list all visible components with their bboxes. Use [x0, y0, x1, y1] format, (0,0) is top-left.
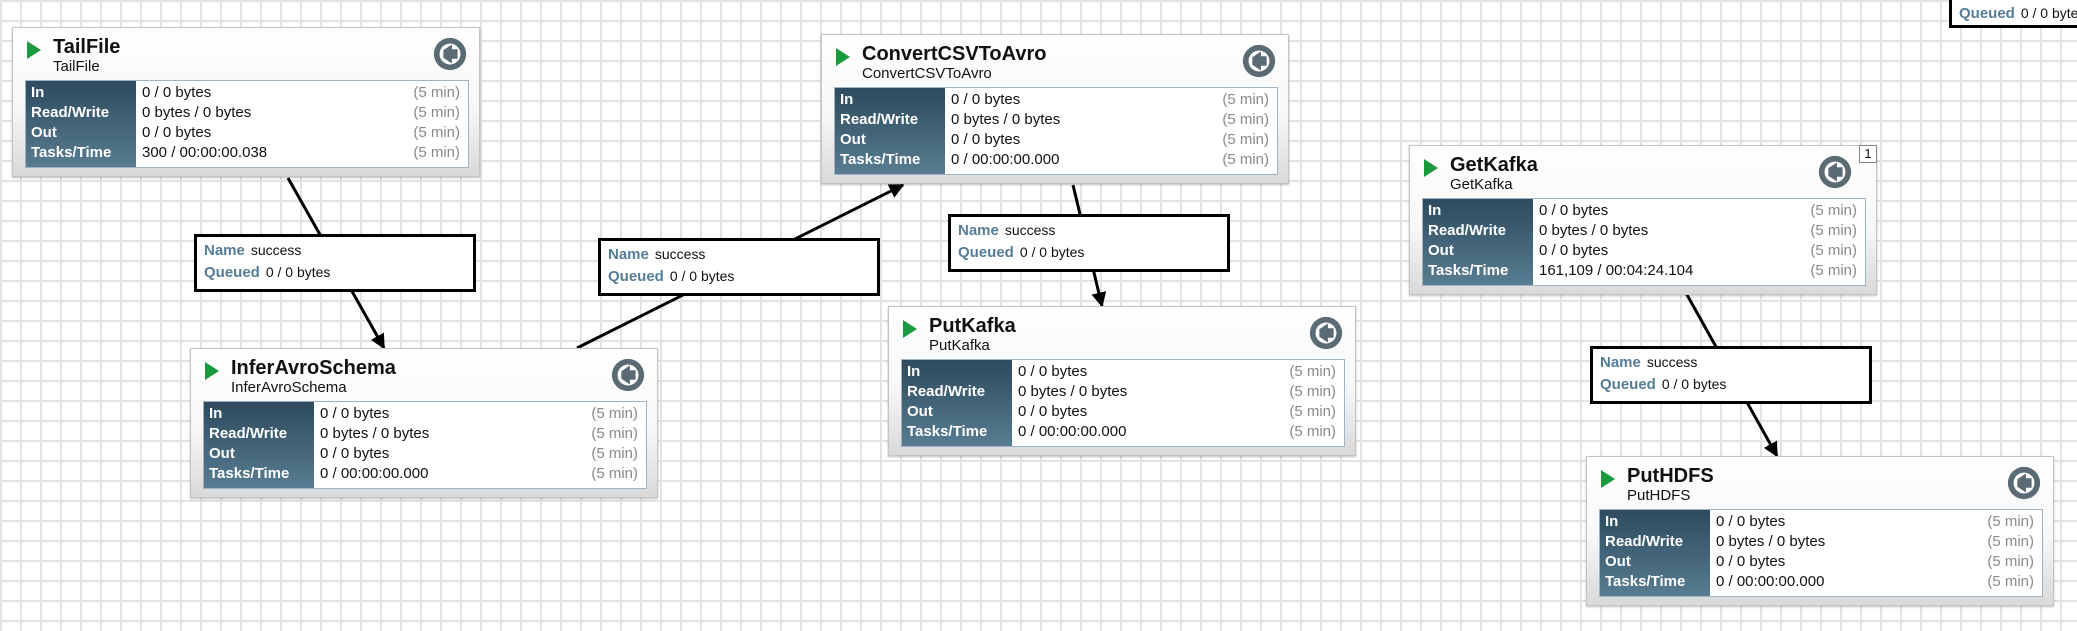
processor-name: ConvertCSVToAvro	[862, 43, 1047, 65]
processor-name: InferAvroSchema	[231, 357, 396, 379]
processor-type: TailFile	[53, 58, 100, 75]
processor-name: GetKafka	[1450, 154, 1538, 176]
processor-icon	[1309, 316, 1343, 350]
processor-name: PutKafka	[929, 315, 1016, 337]
processor-type: PutHDFS	[1627, 487, 1691, 504]
processor-name: PutHDFS	[1627, 465, 1714, 487]
processor-icon	[611, 358, 645, 392]
running-status-icon	[205, 362, 219, 380]
running-status-icon	[1424, 159, 1438, 177]
processor-name: TailFile	[53, 36, 121, 58]
processor-icon	[1818, 155, 1852, 189]
processor-type: InferAvroSchema	[231, 379, 347, 396]
processor-type: ConvertCSVToAvro	[862, 65, 992, 82]
processor-icon	[1242, 44, 1276, 78]
running-status-icon	[903, 320, 917, 338]
running-status-icon	[27, 41, 41, 59]
running-status-icon	[1601, 470, 1615, 488]
running-status-icon	[836, 48, 850, 66]
processor-type: PutKafka	[929, 337, 990, 354]
processor-icon	[2007, 466, 2041, 500]
active-thread-count-badge: 1	[1859, 145, 1877, 163]
processor-type: GetKafka	[1450, 176, 1513, 193]
processor-icon	[433, 37, 467, 71]
